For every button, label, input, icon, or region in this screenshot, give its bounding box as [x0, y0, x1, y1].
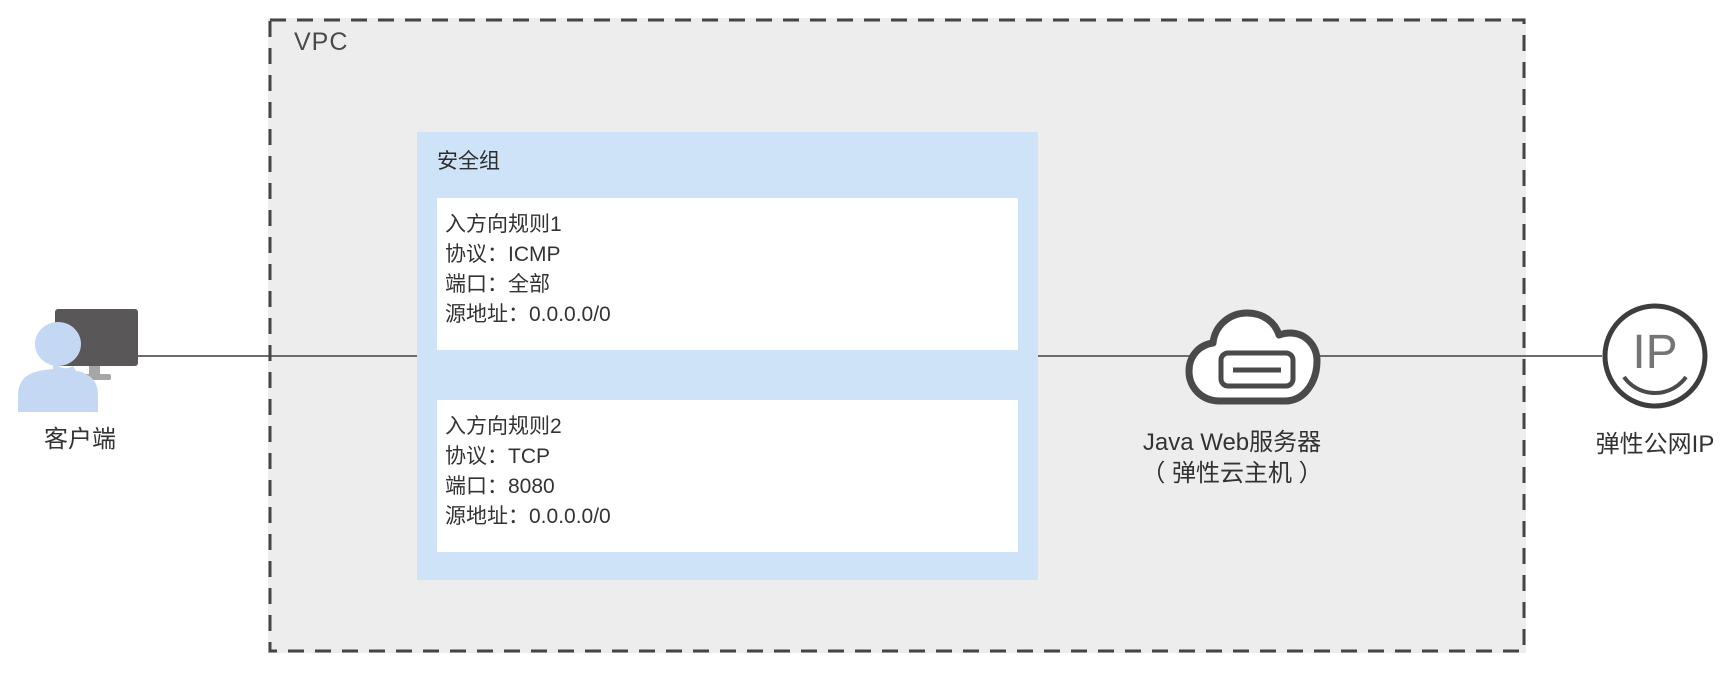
server-label-line1: Java Web服务器: [1142, 429, 1322, 456]
rule-2-source: 源地址：0.0.0.0/0: [445, 505, 611, 528]
eip-smile-arc: [1622, 375, 1688, 395]
rule-1-port: 端口：全部: [445, 273, 550, 296]
cloud-server-icon: [1185, 309, 1321, 405]
security-group-box: 安全组 入方向规则1 协议：ICMP 端口：全部 源地址：0.0.0.0/0 入…: [417, 132, 1038, 580]
inbound-rule-1-box: 入方向规则1 协议：ICMP 端口：全部 源地址：0.0.0.0/0: [437, 198, 1018, 350]
rule-2-port: 端口：8080: [445, 475, 555, 498]
rule-2-protocol: 协议：TCP: [445, 445, 550, 468]
eip-icon: IP: [1602, 303, 1708, 409]
vpc-label: VPC: [294, 28, 349, 56]
rule-1-protocol: 协议：ICMP: [445, 243, 561, 266]
connector-client-to-security-group: [134, 355, 417, 357]
connector-security-group-to-server: [1038, 355, 1192, 357]
client-label: 客户端: [44, 426, 116, 453]
server-label-line2: （ 弹性云主机 ）: [1141, 460, 1323, 487]
client-icon: [18, 309, 138, 412]
rule-1-name: 入方向规则1: [445, 213, 562, 236]
monitor-stand-neck: [89, 366, 100, 374]
eip-icon-text: IP: [1632, 326, 1677, 379]
inbound-rule-2-box: 入方向规则2 协议：TCP 端口：8080 源地址：0.0.0.0/0: [437, 400, 1018, 552]
server-label: Java Web服务器 （ 弹性云主机 ）: [1082, 427, 1382, 489]
rule-1-source: 源地址：0.0.0.0/0: [445, 303, 611, 326]
connector-server-to-eip: [1317, 355, 1602, 357]
eip-label: 弹性公网IP: [1595, 431, 1715, 458]
security-group-title: 安全组: [437, 150, 500, 173]
rule-2-name: 入方向规则2: [445, 415, 562, 438]
person-silhouette: [18, 322, 98, 412]
